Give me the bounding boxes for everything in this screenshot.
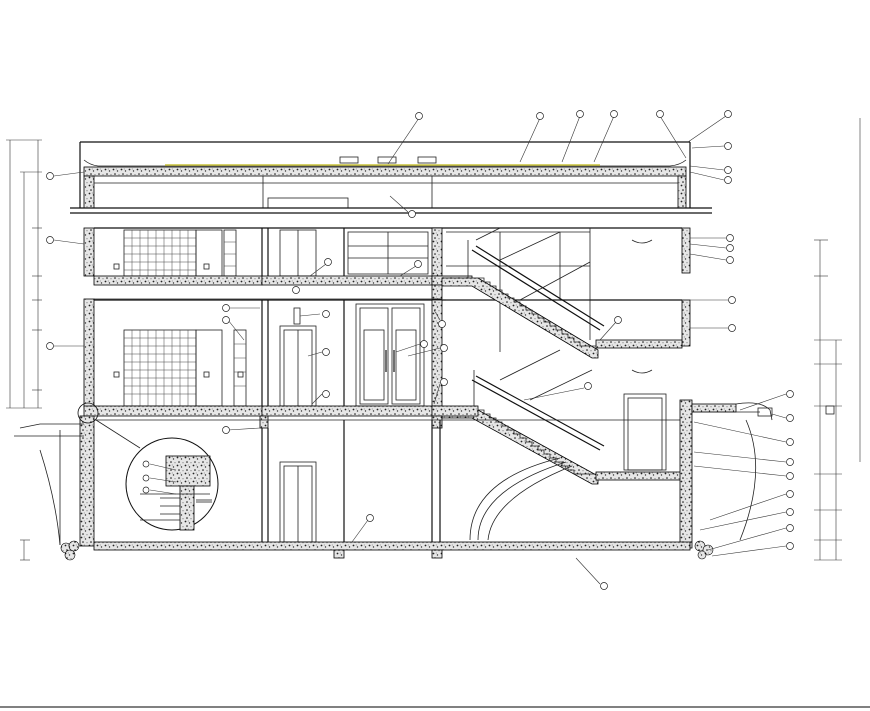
staircase	[441, 227, 683, 541]
middle-tile-wall	[123, 329, 197, 407]
dimension-lines-left	[6, 139, 42, 561]
slab-level-1	[83, 405, 680, 429]
slab-level-2	[93, 275, 473, 300]
dimension-lines-right	[814, 118, 861, 561]
entrance-double-door	[355, 303, 425, 407]
callout-markers	[46, 110, 794, 590]
upper-floor	[83, 227, 691, 340]
stair-landing-door	[623, 393, 667, 471]
detail-bubble	[77, 402, 219, 531]
roof	[70, 141, 712, 214]
upper-tile-wall	[123, 229, 197, 277]
middle-floor	[83, 298, 691, 471]
ground-floor	[14, 399, 835, 561]
